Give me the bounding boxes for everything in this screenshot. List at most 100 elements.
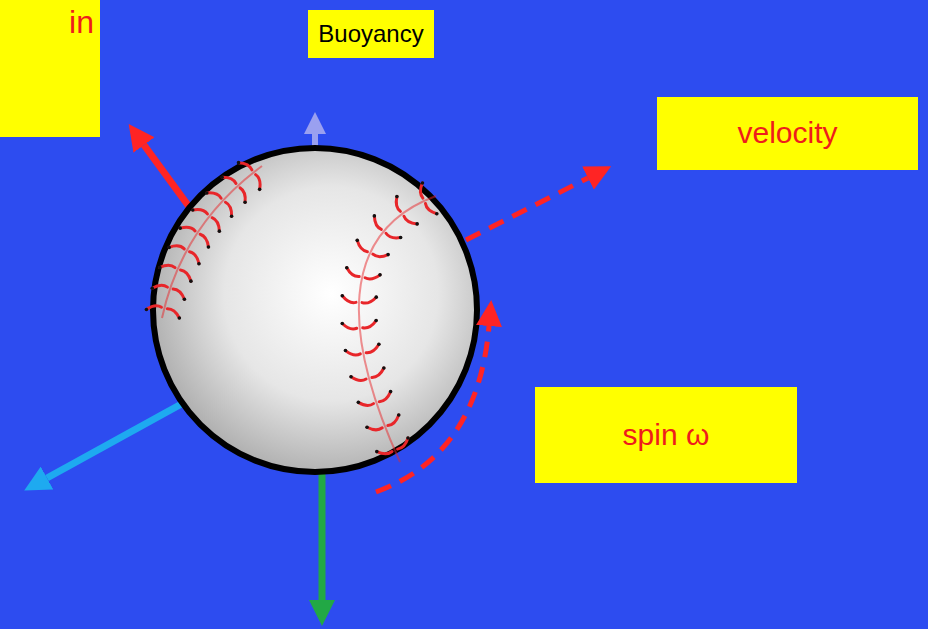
stitch	[181, 270, 191, 281]
stitch	[358, 402, 373, 405]
stitch	[342, 296, 356, 303]
stitch-hole	[189, 279, 193, 283]
stitch	[146, 306, 161, 310]
stitch	[347, 268, 359, 277]
stitch-hole	[218, 229, 222, 233]
stitch-hole	[344, 349, 348, 353]
stitch	[366, 344, 379, 353]
stitch-hole	[150, 286, 154, 290]
stitch-hole	[178, 316, 182, 320]
stitch	[160, 265, 175, 267]
stitch	[345, 351, 360, 355]
stitch-hole	[237, 161, 241, 165]
stitch-hole	[243, 200, 247, 204]
stitch-hole	[207, 245, 211, 249]
baseball	[153, 148, 477, 472]
stitch-hole	[395, 195, 399, 199]
stitch	[239, 163, 252, 170]
stitch	[207, 193, 221, 198]
force-arrow	[47, 402, 185, 478]
stitch	[240, 188, 245, 202]
stitch-hole	[378, 273, 382, 277]
stitch	[357, 240, 367, 251]
stitch-hole	[377, 342, 381, 346]
stitch	[388, 415, 399, 426]
stitch	[225, 202, 231, 216]
stitch-hole	[415, 222, 419, 226]
stitch	[152, 285, 167, 288]
stitch	[351, 377, 366, 381]
stitch	[169, 246, 184, 249]
stitch	[200, 234, 208, 247]
stitch	[256, 175, 260, 190]
stitch	[372, 368, 384, 377]
stitch-hole	[421, 181, 425, 185]
stitch-hole	[406, 436, 410, 440]
stitch	[212, 218, 219, 231]
stitch-hole	[345, 266, 349, 270]
stitch-hole	[375, 450, 379, 454]
seam-line	[162, 166, 262, 318]
stitch	[173, 289, 184, 299]
force-arrow	[144, 145, 190, 208]
stitch-hole	[340, 322, 344, 326]
stitch	[180, 227, 195, 231]
stitch	[398, 438, 408, 449]
stitch-hole	[355, 239, 359, 243]
stitch-hole	[191, 208, 195, 212]
stitch	[222, 177, 236, 183]
stitch-hole	[373, 214, 377, 218]
stitch-hole	[386, 253, 390, 257]
stitch-hole	[183, 297, 187, 301]
stitch-hole	[389, 390, 393, 394]
label-text: Buoyancy	[318, 20, 423, 48]
stitch-hole	[357, 401, 361, 405]
stitch	[420, 183, 422, 198]
stitch	[367, 427, 382, 430]
velocity-arrow	[466, 178, 588, 240]
stitch-hole	[399, 236, 403, 240]
label-text: velocity	[737, 116, 837, 151]
stitch	[363, 321, 376, 328]
stitch	[386, 233, 401, 238]
stitch-hole	[205, 191, 209, 195]
stitch	[190, 252, 199, 264]
stitch	[362, 297, 376, 303]
seam-stitches	[145, 161, 439, 462]
label-text: in	[69, 4, 94, 41]
stitch	[167, 309, 179, 318]
callout-box: in	[0, 0, 100, 137]
stitch-hole	[178, 226, 182, 230]
stitch	[396, 197, 400, 212]
stitch-hole	[197, 262, 201, 266]
stitch-hole	[167, 246, 171, 250]
stitch-hole	[158, 266, 162, 270]
stitch-hole	[382, 366, 386, 370]
stitch	[379, 392, 390, 402]
stitch-hole	[365, 425, 369, 429]
stitch-hole	[397, 413, 401, 417]
stitch-hole	[374, 295, 378, 299]
stitch-hole	[230, 214, 234, 218]
seam-guide	[359, 196, 436, 462]
stitch	[365, 275, 380, 279]
stitch	[404, 216, 417, 224]
stitch	[193, 210, 208, 214]
stitch-hole	[340, 294, 344, 298]
label-text: spin ω	[623, 418, 710, 453]
stitch	[377, 452, 392, 454]
stitch	[374, 216, 381, 230]
label-box: spin ω	[535, 387, 797, 483]
stitch-hole	[349, 375, 353, 379]
stitch-hole	[435, 212, 439, 216]
stitch-hole	[374, 319, 378, 323]
stitch	[373, 254, 388, 256]
label-box: Buoyancy	[308, 10, 434, 58]
stitch	[425, 204, 436, 214]
spin-arrow	[376, 326, 489, 492]
stitch-hole	[220, 175, 224, 179]
seam-guide	[162, 166, 262, 318]
stitch-hole	[258, 188, 262, 192]
